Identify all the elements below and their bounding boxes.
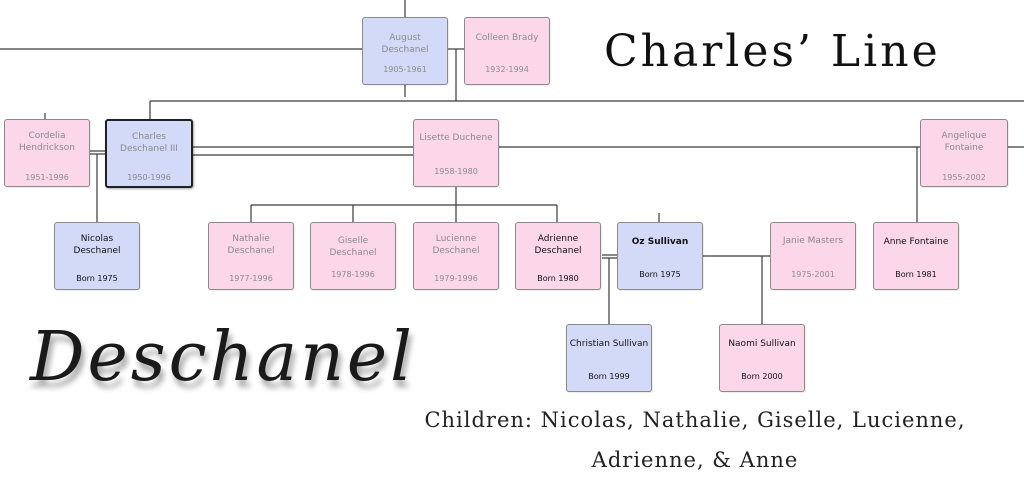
person-name: Janie Masters — [782, 236, 844, 246]
person-naomi-sullivan[interactable]: Naomi Sullivan Born 2000 — [719, 324, 805, 392]
person-christian-sullivan[interactable]: Christian Sullivan Born 1999 — [566, 324, 652, 392]
person-dates: 1950-1996 — [127, 173, 171, 182]
person-oz-sullivan[interactable]: Oz Sullivan Born 1975 — [617, 222, 703, 290]
person-dates: 1932-1994 — [485, 65, 529, 74]
person-dates: Born 1975 — [76, 274, 118, 283]
person-lucienne-deschanel[interactable]: Lucienne Deschanel 1979-1996 — [413, 222, 499, 290]
person-cordelia-hendrickson[interactable]: Cordelia Hendrickson 1951-1996 — [4, 119, 90, 187]
person-name: Nicolas Deschanel — [73, 234, 121, 256]
person-giselle-deschanel[interactable]: Giselle Deschanel 1978-1996 — [310, 222, 396, 290]
person-dates: Born 2000 — [741, 372, 783, 381]
person-name: Christian Sullivan — [569, 339, 649, 349]
person-name: Naomi Sullivan — [728, 339, 796, 349]
person-janie-masters[interactable]: Janie Masters 1975-2001 — [770, 222, 856, 290]
person-name: Anne Fontaine — [883, 237, 949, 247]
person-dates: 1955-2002 — [942, 173, 986, 182]
person-dates: Born 1975 — [639, 270, 681, 279]
person-lisette-duchene[interactable]: Lisette Duchene 1958-1980 — [413, 119, 499, 187]
person-dates: Born 1999 — [588, 372, 630, 381]
children-caption: Children: Nicolas, Nathalie, Giselle, Lu… — [424, 408, 966, 472]
person-nicolas-deschanel[interactable]: Nicolas Deschanel Born 1975 — [54, 222, 140, 290]
person-name: Lisette Duchene — [419, 133, 493, 143]
page-title: Charles’ Line — [604, 26, 941, 77]
person-dates: 1958-1980 — [434, 167, 478, 176]
person-dates: 1979-1996 — [434, 274, 478, 283]
person-anne-fontaine[interactable]: Anne Fontaine Born 1981 — [873, 222, 959, 290]
person-name: August Deschanel — [381, 33, 429, 55]
person-name: Colleen Brady — [475, 33, 539, 43]
person-dates: 1951-1996 — [25, 173, 69, 182]
person-dates: 1978-1996 — [331, 270, 375, 279]
person-dates: 1977-1996 — [229, 274, 273, 283]
person-dates: 1905-1961 — [383, 65, 427, 74]
person-name: Nathalie Deschanel — [227, 234, 275, 256]
person-name: Giselle Deschanel — [329, 236, 377, 258]
person-august-deschanel[interactable]: August Deschanel 1905-1961 — [362, 17, 448, 85]
person-name: Angelique Fontaine — [941, 131, 987, 153]
person-charles-deschanel-iii[interactable]: Charles Deschanel III 1950-1996 — [105, 119, 193, 188]
person-name: Oz Sullivan — [631, 237, 689, 247]
person-dates: 1975-2001 — [791, 270, 835, 279]
person-name: Charles Deschanel III — [120, 132, 178, 154]
person-colleen-brady[interactable]: Colleen Brady 1932-1994 — [464, 17, 550, 85]
person-name: Cordelia Hendrickson — [19, 131, 75, 153]
family-surname: Deschanel — [30, 318, 415, 397]
person-name: Adrienne Deschanel — [534, 234, 582, 256]
person-adrienne-deschanel[interactable]: Adrienne Deschanel Born 1980 — [515, 222, 601, 290]
person-dates: Born 1980 — [537, 274, 579, 283]
person-dates: Born 1981 — [895, 270, 937, 279]
person-angelique-fontaine[interactable]: Angelique Fontaine 1955-2002 — [920, 119, 1008, 187]
person-name: Lucienne Deschanel — [432, 234, 480, 256]
person-nathalie-deschanel[interactable]: Nathalie Deschanel 1977-1996 — [208, 222, 294, 290]
